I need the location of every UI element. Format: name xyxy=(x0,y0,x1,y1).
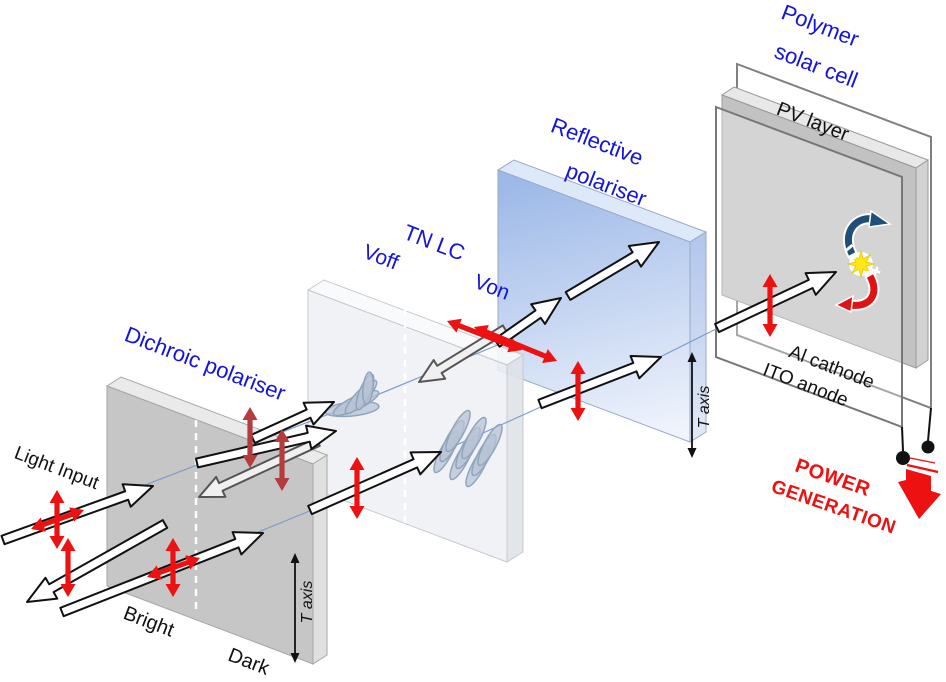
t-axis-arrow xyxy=(687,352,697,458)
lc-molecule xyxy=(477,423,503,467)
pv-plate-side-edge xyxy=(915,159,929,369)
polarization-arrow xyxy=(31,507,84,532)
light-beam-arrow xyxy=(714,271,837,334)
light-beam-arrow xyxy=(250,401,335,445)
tnlc-panel-side-edge xyxy=(506,354,524,563)
lc-molecule xyxy=(445,409,471,453)
polarization-arrow-muted xyxy=(242,407,258,468)
reflective-polariser-panel xyxy=(496,159,708,443)
lc-molecules-voff-twisted xyxy=(324,371,380,418)
reflective-panel-face xyxy=(497,169,691,443)
reflective-polariser-label-line1: Reflective xyxy=(548,113,647,171)
t-axis-label-dichroic: T axis xyxy=(299,581,316,624)
cathode-terminal-dot xyxy=(896,451,910,465)
dichroic-panel-side-edge xyxy=(312,454,328,665)
lc-molecules-von-aligned xyxy=(433,409,503,488)
t-axis-arrow xyxy=(290,553,300,663)
light-beam-arrow xyxy=(26,519,169,603)
photogeneration-group xyxy=(834,209,893,314)
polarization-arrow xyxy=(349,457,365,519)
minus-charge-mark xyxy=(844,243,854,253)
t-axis-label-reflective: T axis xyxy=(696,386,713,429)
tn-lc-label: TN LC xyxy=(400,219,468,265)
reflected-light-arrow xyxy=(198,437,321,498)
hole-curved-arrow xyxy=(834,266,881,314)
light-beam-arrow xyxy=(493,297,562,348)
anode-wire xyxy=(927,407,932,442)
polarization-arrow-muted xyxy=(274,429,290,491)
voff-label: Voff xyxy=(360,240,402,274)
cathode-wire xyxy=(901,426,904,452)
light-beam-arrow xyxy=(537,354,662,410)
light-input-label: Light Input xyxy=(11,443,102,495)
lc-molecule xyxy=(461,416,487,460)
polarization-arrow xyxy=(147,555,200,580)
polarization-arrows xyxy=(31,274,778,597)
power-down-arrow xyxy=(898,457,941,519)
plus-charge-mark xyxy=(871,266,881,276)
wire-terminal-dots xyxy=(896,407,935,465)
light-beam-arrow xyxy=(194,424,337,469)
polarization-arrow xyxy=(570,361,586,421)
t-axis-double-arrows xyxy=(290,352,697,663)
polarization-arrow xyxy=(474,324,557,364)
reflected-light-arrows xyxy=(198,324,509,498)
light-path-line xyxy=(440,404,546,453)
anode-terminal-dot xyxy=(921,440,935,454)
dichroic-panel-face xyxy=(106,385,314,665)
lc-molecule xyxy=(362,371,374,405)
electron-curved-arrow xyxy=(842,209,893,260)
tn-lc-panel xyxy=(306,279,525,563)
polarization-arrow xyxy=(762,274,778,337)
light-beam-arrow xyxy=(307,451,442,516)
dark-label: Dark xyxy=(225,644,273,680)
polarization-arrow xyxy=(60,538,76,597)
light-beam-arrow xyxy=(564,241,660,301)
light-path-line xyxy=(657,325,723,359)
